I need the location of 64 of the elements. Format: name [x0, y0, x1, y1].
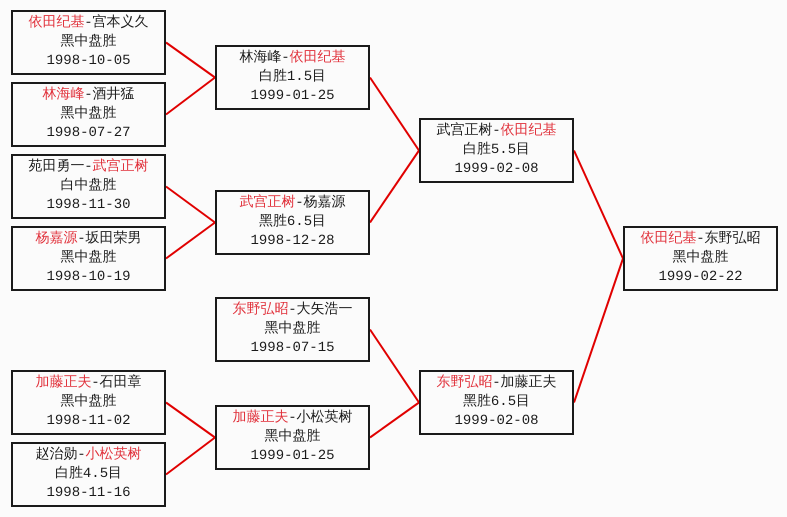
match-result: 黑中盘胜 [60, 393, 116, 412]
match-date: 1999-02-08 [454, 160, 538, 179]
match-box [419, 370, 574, 435]
match-box [11, 442, 166, 507]
match-result: 白中盘胜 [60, 177, 116, 196]
bracket-line [165, 222, 216, 260]
match-box [215, 297, 370, 362]
bracket-line [573, 258, 624, 403]
match-players: 林海峰-酒井猛 [42, 86, 135, 105]
match-result: 白胜4.5目 [54, 465, 122, 484]
match-box [11, 370, 166, 435]
match-box [419, 118, 574, 183]
match-players: 武宫正树-杨嘉源 [239, 194, 346, 213]
match-date: 1998-12-28 [250, 232, 334, 251]
match-date: 1999-02-08 [454, 412, 538, 431]
bracket-line [165, 42, 216, 78]
match-result: 白胜1.5目 [258, 68, 326, 87]
bracket-line [369, 402, 420, 438]
bracket-line [369, 76, 420, 152]
match-players: 加藤正夫-石田章 [35, 374, 142, 393]
bracket-line [165, 186, 216, 224]
bracket-line [165, 436, 216, 476]
match-date: 1998-10-05 [46, 52, 130, 71]
match-result: 黑中盘胜 [264, 428, 320, 447]
match-players: 东野弘昭-大矢浩一 [232, 301, 353, 320]
bracket-line [369, 150, 420, 224]
match-result: 黑中盘胜 [60, 105, 116, 124]
bracket-line [165, 76, 216, 116]
match-box [623, 226, 778, 291]
match-box [215, 405, 370, 470]
match-players: 依田纪基-宫本义久 [28, 14, 149, 33]
match-box [215, 45, 370, 110]
match-players: 杨嘉源-坂田荣男 [35, 230, 142, 249]
match-players: 赵治勋-小松英树 [35, 446, 142, 465]
match-date: 1998-07-27 [46, 124, 130, 143]
match-result: 黑中盘胜 [60, 249, 116, 268]
match-players: 武宫正树-依田纪基 [436, 122, 557, 141]
match-box [11, 226, 166, 291]
match-result: 黑中盘胜 [264, 320, 320, 339]
match-players: 东野弘昭-加藤正夫 [436, 374, 557, 393]
match-box [215, 190, 370, 255]
match-date: 1998-11-02 [46, 412, 130, 431]
match-date: 1999-02-22 [658, 268, 742, 287]
match-players: 加藤正夫-小松英树 [232, 409, 353, 428]
match-date: 1998-11-16 [46, 484, 130, 503]
match-players: 苑田勇一-武宫正树 [28, 158, 149, 177]
match-date: 1998-11-30 [46, 196, 130, 215]
match-players: 林海峰-依田纪基 [239, 49, 346, 68]
match-date: 1999-01-25 [250, 87, 334, 106]
match-box [11, 10, 166, 75]
match-result: 黑胜6.5目 [462, 393, 530, 412]
match-result: 黑中盘胜 [672, 249, 728, 268]
match-players: 依田纪基-东野弘昭 [640, 230, 761, 249]
match-result: 黑胜6.5目 [258, 213, 326, 232]
match-date: 1998-10-19 [46, 268, 130, 287]
match-box [11, 82, 166, 147]
bracket-line [165, 402, 216, 438]
match-result: 白胜5.5目 [462, 141, 530, 160]
match-box [11, 154, 166, 219]
bracket-line [369, 328, 420, 404]
match-result: 黑中盘胜 [60, 33, 116, 52]
bracket-line [573, 150, 624, 259]
match-date: 1999-01-25 [250, 447, 334, 466]
match-date: 1998-07-15 [250, 339, 334, 358]
